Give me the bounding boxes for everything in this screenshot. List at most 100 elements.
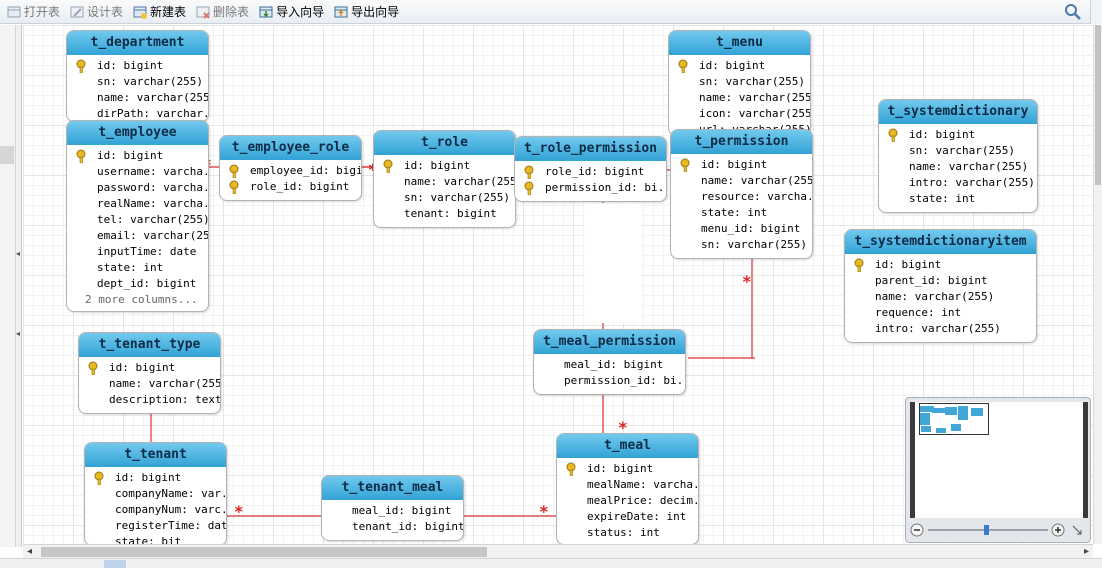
column-row: role_id: bigint <box>515 164 666 180</box>
column-row: id: bigint <box>79 360 220 376</box>
table-title: t_tenant <box>85 443 226 467</box>
column-row: name: varchar(255) <box>879 159 1037 175</box>
column-row: password: varcha... <box>67 180 208 196</box>
column-row: username: varcha... <box>67 164 208 180</box>
column-row: name: varchar(255) <box>67 90 208 106</box>
primary-key-icon <box>524 181 538 195</box>
column-row: status: int <box>557 525 698 541</box>
table-t-meal[interactable]: t_meal id: bigint mealName: varcha... me… <box>556 433 699 545</box>
scroll-right-icon[interactable]: ▸ <box>1084 545 1089 559</box>
column-row: permission_id: bi... <box>515 180 666 196</box>
table-title: t_tenant_meal <box>322 476 463 500</box>
column-row: sn: varchar(255) <box>879 143 1037 159</box>
table-title: t_employee_role <box>220 136 361 160</box>
horizontal-scroll-thumb[interactable] <box>41 547 487 557</box>
column-row: realName: varcha... <box>67 196 208 212</box>
column-row: companyNum: varc... <box>85 502 226 518</box>
table-t-systemdictionaryitem[interactable]: t_systemdictionaryitem id: bigint parent… <box>844 229 1037 343</box>
column-row: intro: varchar(255) <box>879 175 1037 191</box>
table-title: t_meal_permission <box>534 330 685 354</box>
column-row: role_id: bigint <box>220 179 361 195</box>
table-t-role[interactable]: t_role id: bigint name: varchar(255) sn:… <box>373 130 516 228</box>
column-row: name: varchar(255) <box>374 174 515 190</box>
primary-key-icon <box>566 462 580 476</box>
table-title: t_employee <box>67 121 208 145</box>
table-t-role-permission[interactable]: t_role_permission role_id: bigint permis… <box>514 136 667 202</box>
column-row: name: varchar(255) <box>669 90 810 106</box>
table-t-department[interactable]: t_department id: bigint sn: varchar(255)… <box>66 30 209 122</box>
table-t-tenant-meal[interactable]: t_tenant_meal meal_id: bigint tenant_id:… <box>321 475 464 541</box>
column-row: description: text <box>79 392 220 408</box>
column-row: name: varchar(255) <box>79 376 220 392</box>
column-row: id: bigint <box>557 461 698 477</box>
table-t-employee-role[interactable]: t_employee_role employee_id: bigint role… <box>219 135 362 201</box>
table-title: t_systemdictionary <box>879 100 1037 124</box>
table-title: t_permission <box>671 130 812 154</box>
column-row: name: varchar(255) <box>671 173 812 189</box>
table-t-systemdictionary[interactable]: t_systemdictionary id: bigint sn: varcha… <box>878 99 1038 213</box>
primary-key-icon <box>524 165 538 179</box>
column-row: icon: varchar(255) <box>669 106 810 122</box>
table-t-permission[interactable]: t_permission id: bigint name: varchar(25… <box>670 129 813 259</box>
column-row: mealName: varcha... <box>557 477 698 493</box>
overview-panel[interactable] <box>905 397 1091 543</box>
overview-pane[interactable] <box>910 402 1088 518</box>
column-row: email: varchar(255) <box>67 228 208 244</box>
column-row: name: varchar(255) <box>845 289 1036 305</box>
primary-key-icon <box>94 471 108 485</box>
table-t-tenant-type[interactable]: t_tenant_type id: bigint name: varchar(2… <box>78 332 221 414</box>
zoom-slider-thumb <box>984 525 989 535</box>
primary-key-icon <box>76 149 90 163</box>
column-row: intro: varchar(255) <box>845 321 1036 337</box>
primary-key-icon <box>88 361 102 375</box>
column-row: sn: varchar(255) <box>67 74 208 90</box>
table-title: t_role_permission <box>515 137 666 161</box>
primary-key-icon <box>76 59 90 73</box>
status-button[interactable] <box>104 560 126 568</box>
column-row: id: bigint <box>85 470 226 486</box>
table-t-tenant[interactable]: t_tenant id: bigint companyName: var... … <box>84 442 227 546</box>
table-title: t_systemdictionaryitem <box>845 230 1036 254</box>
primary-key-icon <box>678 59 692 73</box>
status-bar <box>0 558 1102 568</box>
column-row: resource: varcha... <box>671 189 812 205</box>
table-t-menu[interactable]: t_menu id: bigint sn: varchar(255) name:… <box>668 30 811 136</box>
column-row: id: bigint <box>879 127 1037 143</box>
table-t-meal-permission[interactable]: t_meal_permission meal_id: bigint permis… <box>533 329 686 395</box>
column-row: id: bigint <box>67 58 208 74</box>
horizontal-scrollbar[interactable]: ◂ ▸ <box>23 544 1093 558</box>
scroll-left-icon[interactable]: ◂ <box>27 545 32 559</box>
primary-key-icon <box>854 258 868 272</box>
column-row: meal_id: bigint <box>322 503 463 519</box>
column-row: requence: int <box>845 305 1036 321</box>
column-row: id: bigint <box>669 58 810 74</box>
column-row: expireDate: int <box>557 509 698 525</box>
column-row: tel: varchar(255) <box>67 212 208 228</box>
primary-key-icon <box>383 159 397 173</box>
column-row: id: bigint <box>374 158 515 174</box>
table-title: t_role <box>374 131 515 155</box>
primary-key-icon <box>680 158 694 172</box>
column-row: meal_id: bigint <box>534 357 685 373</box>
more-columns-link[interactable]: 2 more columns... <box>67 292 208 308</box>
cardinality-many: * <box>539 502 549 521</box>
column-row: employee_id: bigint <box>220 163 361 179</box>
column-row: parent_id: bigint <box>845 273 1036 289</box>
table-title: t_menu <box>669 31 810 55</box>
primary-key-icon <box>229 164 243 178</box>
column-row: companyName: var... <box>85 486 226 502</box>
column-row: permission_id: bi... <box>534 373 685 389</box>
cardinality-many: * <box>234 502 244 521</box>
column-row: menu_id: bigint <box>671 221 812 237</box>
column-row: sn: varchar(255) <box>671 237 812 253</box>
column-row: dept_id: bigint <box>67 276 208 292</box>
table-t-employee[interactable]: t_employee id: bigint username: varcha..… <box>66 120 209 312</box>
column-row: id: bigint <box>845 257 1036 273</box>
primary-key-icon <box>229 180 243 194</box>
canvas-blank-patch <box>585 203 642 323</box>
column-row: state: int <box>671 205 812 221</box>
column-row: id: bigint <box>671 157 812 173</box>
column-row: state: int <box>879 191 1037 207</box>
overview-viewport[interactable] <box>919 403 989 435</box>
column-row: state: int <box>67 260 208 276</box>
